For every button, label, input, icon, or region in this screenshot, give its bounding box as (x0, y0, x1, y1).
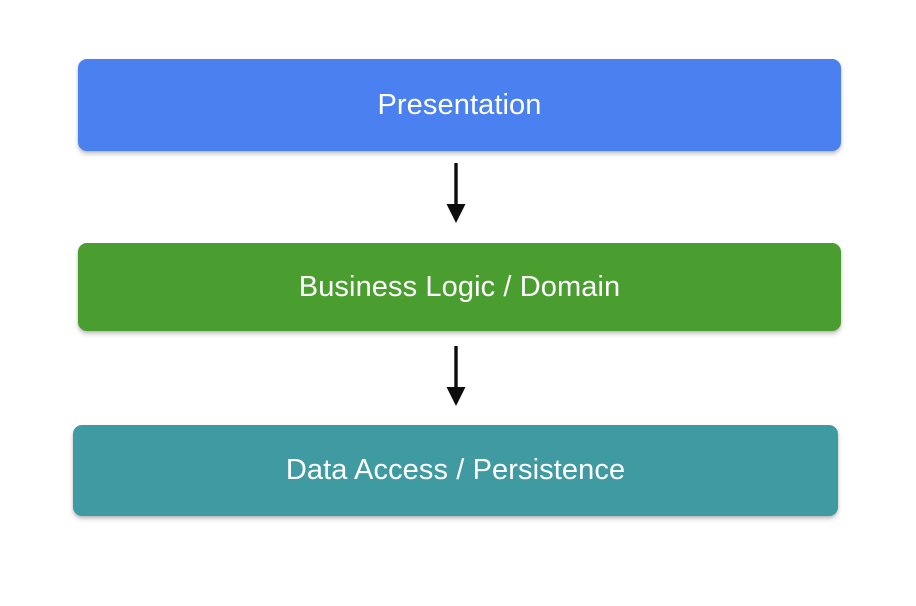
layer-box-presentation[interactable]: Presentation (78, 59, 841, 151)
layer-label-business-logic: Business Logic / Domain (298, 270, 621, 303)
arrow-presentation-to-business (426, 163, 486, 225)
down-arrow-icon (446, 163, 466, 223)
layer-box-business-logic[interactable]: Business Logic / Domain (78, 243, 841, 331)
down-arrow-icon (446, 346, 466, 406)
arrow-business-to-data (426, 346, 486, 408)
layer-label-presentation: Presentation (377, 88, 542, 121)
layer-box-data-access[interactable]: Data Access / Persistence (73, 425, 838, 516)
layer-label-data-access: Data Access / Persistence (285, 454, 626, 486)
